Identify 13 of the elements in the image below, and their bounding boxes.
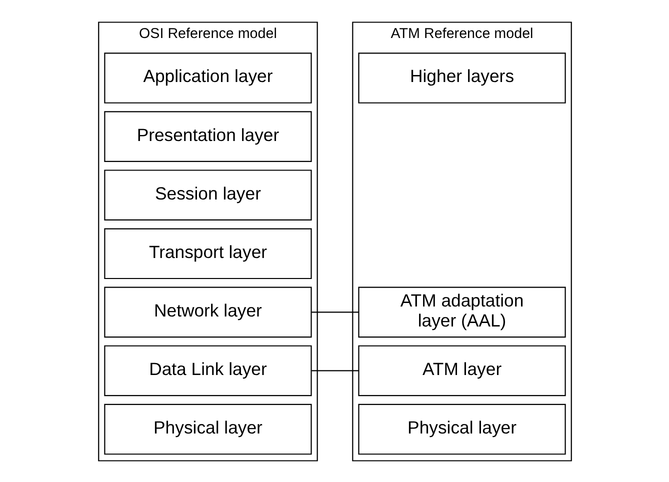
node-box: Physical layer (104, 403, 312, 454)
node-box: Session layer (104, 169, 312, 220)
node-box: Presentation layer (104, 110, 312, 162)
node-box: Physical layer (358, 403, 566, 454)
node-box: Application layer (104, 52, 312, 103)
connector (311, 370, 358, 371)
node-box: Transport layer (104, 228, 312, 279)
node-box: ATM layer (358, 344, 566, 396)
connector (311, 311, 358, 312)
node-box: ATM adaptation layer (AAL) (358, 286, 566, 338)
node-box: Data Link layer (104, 344, 312, 396)
node-box: Network layer (104, 286, 312, 338)
node-box: Higher layers (358, 52, 566, 103)
